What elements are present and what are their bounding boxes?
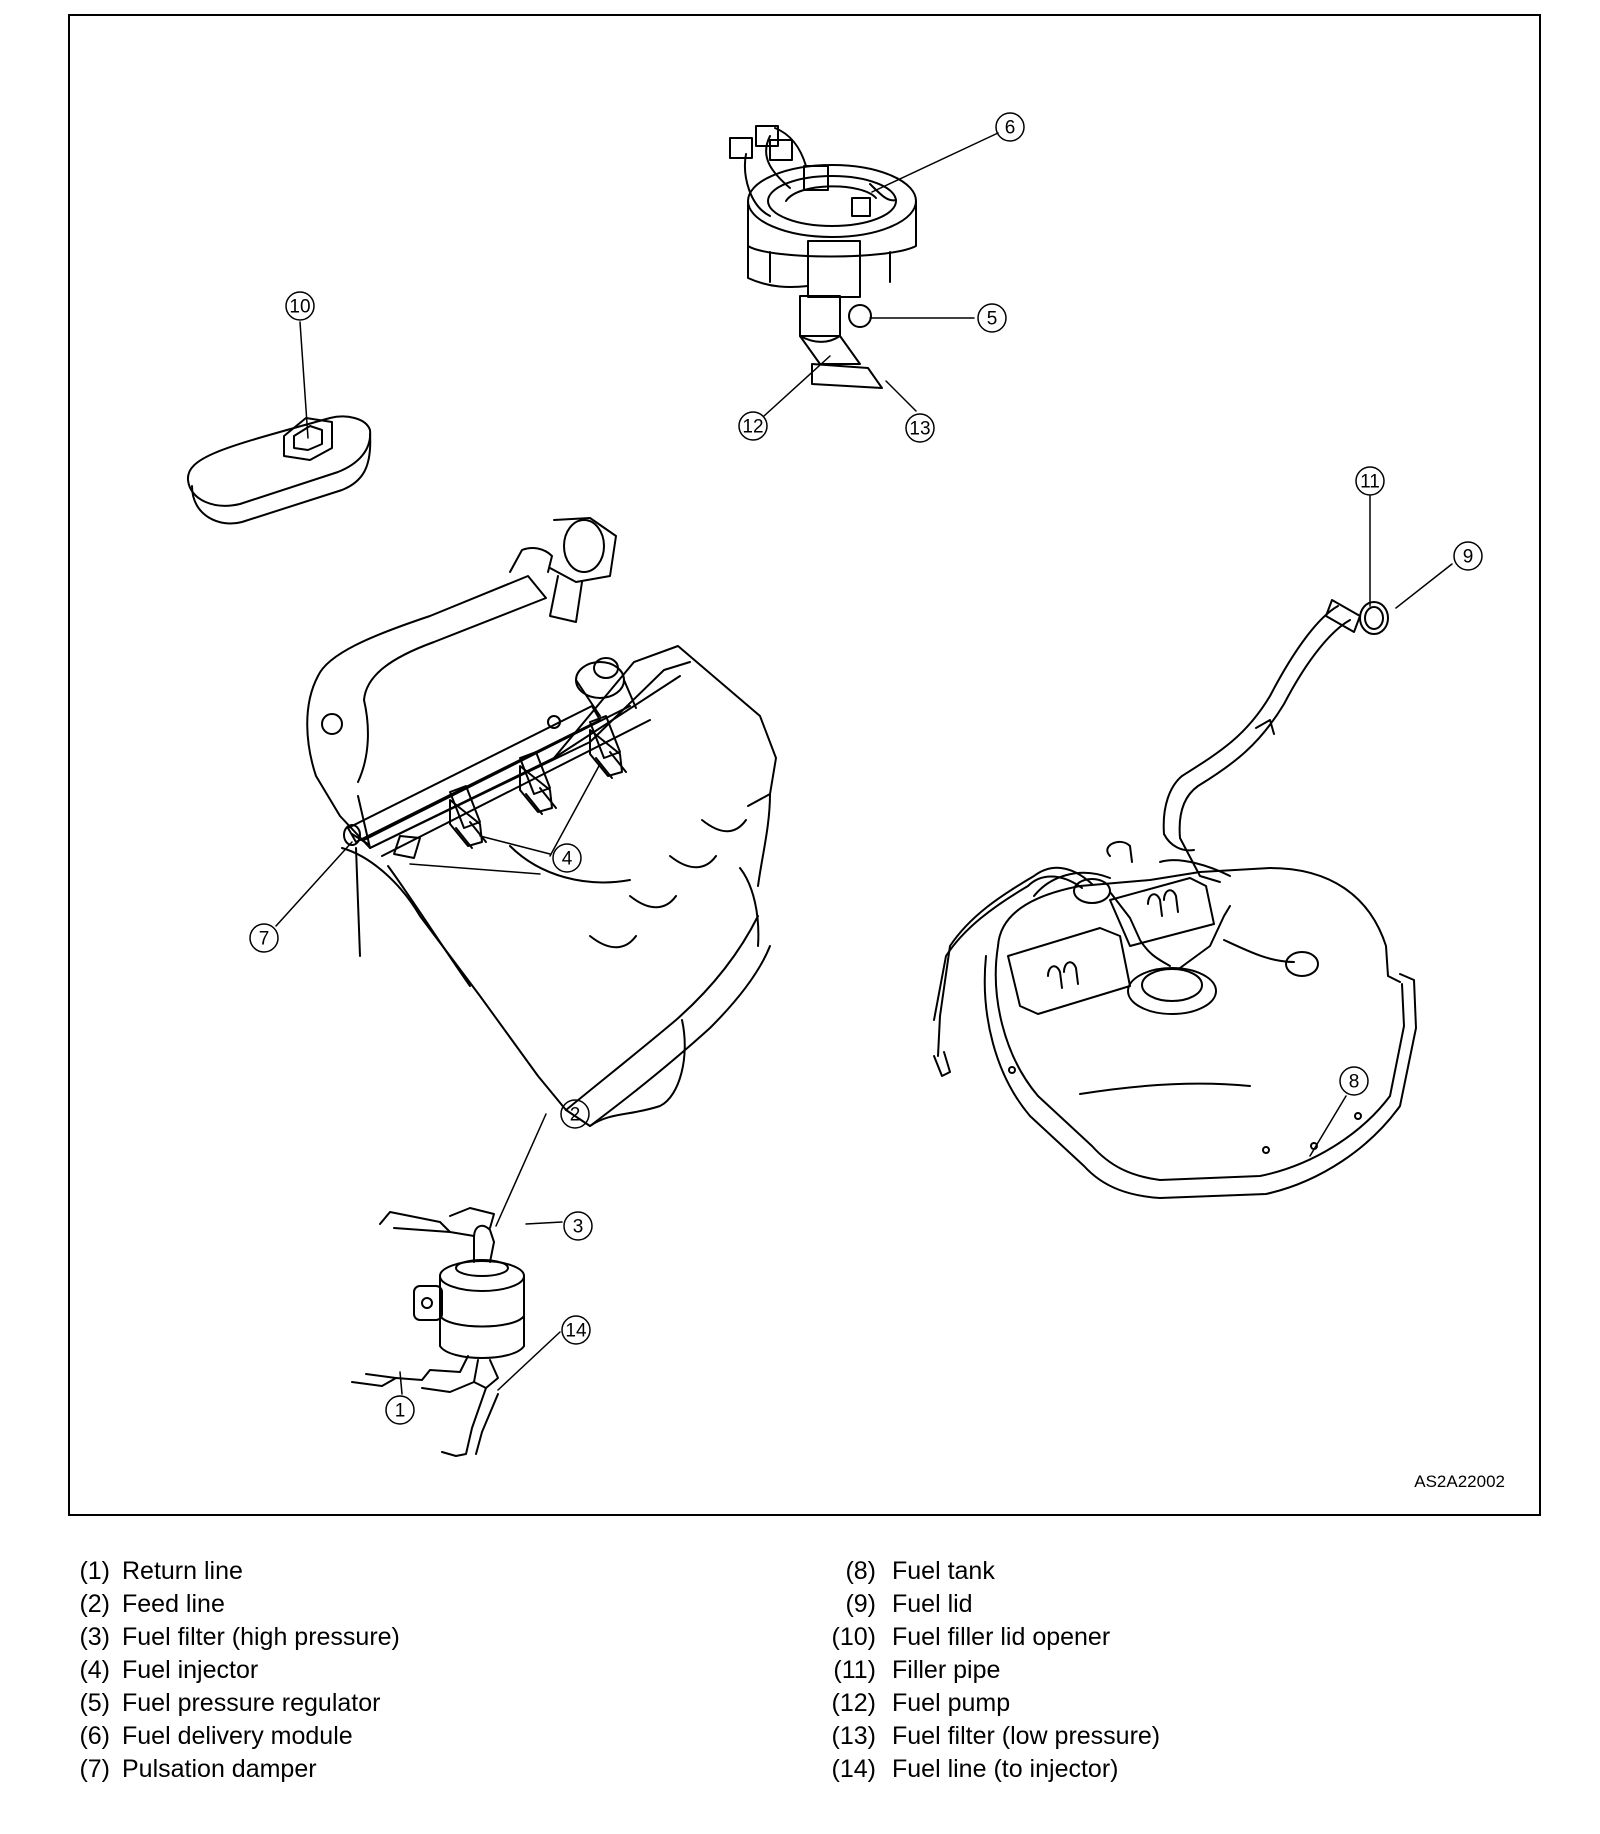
fuel-filter-drawing [351, 1207, 525, 1457]
legend-item: (13) Fuel filter (low pressure) [820, 1720, 1161, 1753]
callout-9-label: 9 [1463, 547, 1474, 568]
callout-12-label: 12 [742, 417, 763, 438]
legend-label: Fuel line (to injector) [892, 1755, 1119, 1783]
legend-number: (9) [845, 1590, 876, 1618]
legend-item: (10) Fuel filler lid opener [820, 1621, 1160, 1654]
legend-label: Fuel filter (high pressure) [122, 1623, 400, 1651]
legend-item: (12) Fuel pump [820, 1687, 1160, 1720]
legend-label: Fuel delivery module [122, 1722, 353, 1750]
legend-item: (9) Fuel lid [820, 1588, 1160, 1621]
legend-number: (5) [79, 1689, 110, 1717]
legend-label: Pulsation damper [122, 1755, 317, 1783]
legend-right: (8) Fuel tank (9) Fuel lid (10) Fuel filler… [820, 1555, 1161, 1786]
callout-numbers: 1 2 3 4 5 6 7 [249, 112, 1483, 1425]
diagram-frame: 1 2 3 4 5 6 7 [68, 14, 1541, 1516]
legend-item: (1) Return line [68, 1555, 400, 1588]
legend-label: Feed line [122, 1590, 225, 1618]
legend-label: Fuel lid [892, 1590, 973, 1618]
engine-drawing [306, 517, 777, 1127]
callout-5: 5 [977, 303, 1007, 333]
figure-code: AS2A22002 [1414, 1472, 1505, 1491]
fuel-system-diagram: 1 2 3 4 5 6 7 [186, 112, 1483, 1457]
callout-10: 10 [285, 291, 315, 321]
callout-3-label: 3 [573, 1217, 584, 1238]
legend-number: (8) [845, 1557, 876, 1585]
fuel-filler-lid-opener-drawing [186, 415, 372, 525]
callout-8-label: 8 [1349, 1072, 1360, 1093]
legend-label: Filler pipe [892, 1656, 1001, 1684]
legend-item: (11) Filler pipe [820, 1654, 1160, 1687]
callout-7: 7 [249, 923, 279, 953]
callout-1: 1 [385, 1395, 415, 1425]
callout-14-label: 14 [565, 1321, 587, 1342]
legend-label: Fuel pressure regulator [122, 1689, 381, 1717]
legend-label: Return line [122, 1557, 243, 1585]
fuel-delivery-module-drawing [729, 125, 917, 389]
callout-1-label: 1 [395, 1401, 406, 1422]
callout-11: 11 [1355, 466, 1385, 496]
legend-label: Fuel filler lid opener [892, 1623, 1111, 1651]
legend-number: (3) [79, 1623, 110, 1651]
legend-item: (14) Fuel line (to injector) [820, 1753, 1160, 1786]
legend-label: Fuel tank [892, 1557, 995, 1585]
legend-item: (6) Fuel delivery module [68, 1720, 400, 1753]
legend-label: Fuel injector [122, 1656, 259, 1684]
legend-number: (14) [831, 1755, 876, 1783]
callout-7-label: 7 [259, 929, 270, 950]
fuel-tank-drawing [933, 599, 1417, 1199]
legend-number: (1) [79, 1557, 110, 1585]
legend-item: (4) Fuel injector [68, 1654, 400, 1687]
callout-14: 14 [561, 1315, 591, 1345]
legend-number: (10) [831, 1623, 876, 1651]
legend-number: (6) [79, 1722, 110, 1750]
legend-label: Fuel pump [892, 1689, 1011, 1717]
callout-8: 8 [1339, 1066, 1369, 1096]
callout-4: 4 [552, 843, 582, 873]
leader-lines [275, 132, 1453, 1395]
legend-item: (3) Fuel filter (high pressure) [68, 1621, 400, 1654]
legend-item: (8) Fuel tank [820, 1555, 1160, 1588]
callout-13-label: 13 [909, 419, 930, 440]
legend-number: (4) [79, 1656, 110, 1684]
callout-2: 2 [560, 1099, 590, 1129]
callout-2-label: 2 [570, 1105, 581, 1126]
callout-6: 6 [995, 112, 1025, 142]
legend-number: (11) [833, 1656, 876, 1684]
legend-left: (1) Return line (2) Feed line (3) Fuel filt… [68, 1555, 400, 1786]
legend-number: (2) [79, 1590, 110, 1618]
callout-13: 13 [905, 413, 935, 443]
callout-5-label: 5 [987, 309, 998, 330]
legend-number: (12) [831, 1689, 876, 1717]
legend-label: Fuel filter (low pressure) [892, 1722, 1161, 1750]
legend-item: (7) Pulsation damper [68, 1753, 400, 1786]
callout-11-label: 11 [1360, 472, 1380, 493]
legend-item: (5) Fuel pressure regulator [68, 1687, 400, 1720]
callout-9: 9 [1453, 541, 1483, 571]
callout-6-label: 6 [1005, 118, 1016, 139]
legend-number: (7) [79, 1755, 110, 1783]
legend-item: (2) Feed line [68, 1588, 400, 1621]
legend-number: (13) [831, 1722, 876, 1750]
callout-3: 3 [563, 1211, 593, 1241]
callout-10-label: 10 [289, 297, 310, 318]
callout-4-label: 4 [562, 849, 573, 870]
callout-12: 12 [738, 411, 768, 441]
